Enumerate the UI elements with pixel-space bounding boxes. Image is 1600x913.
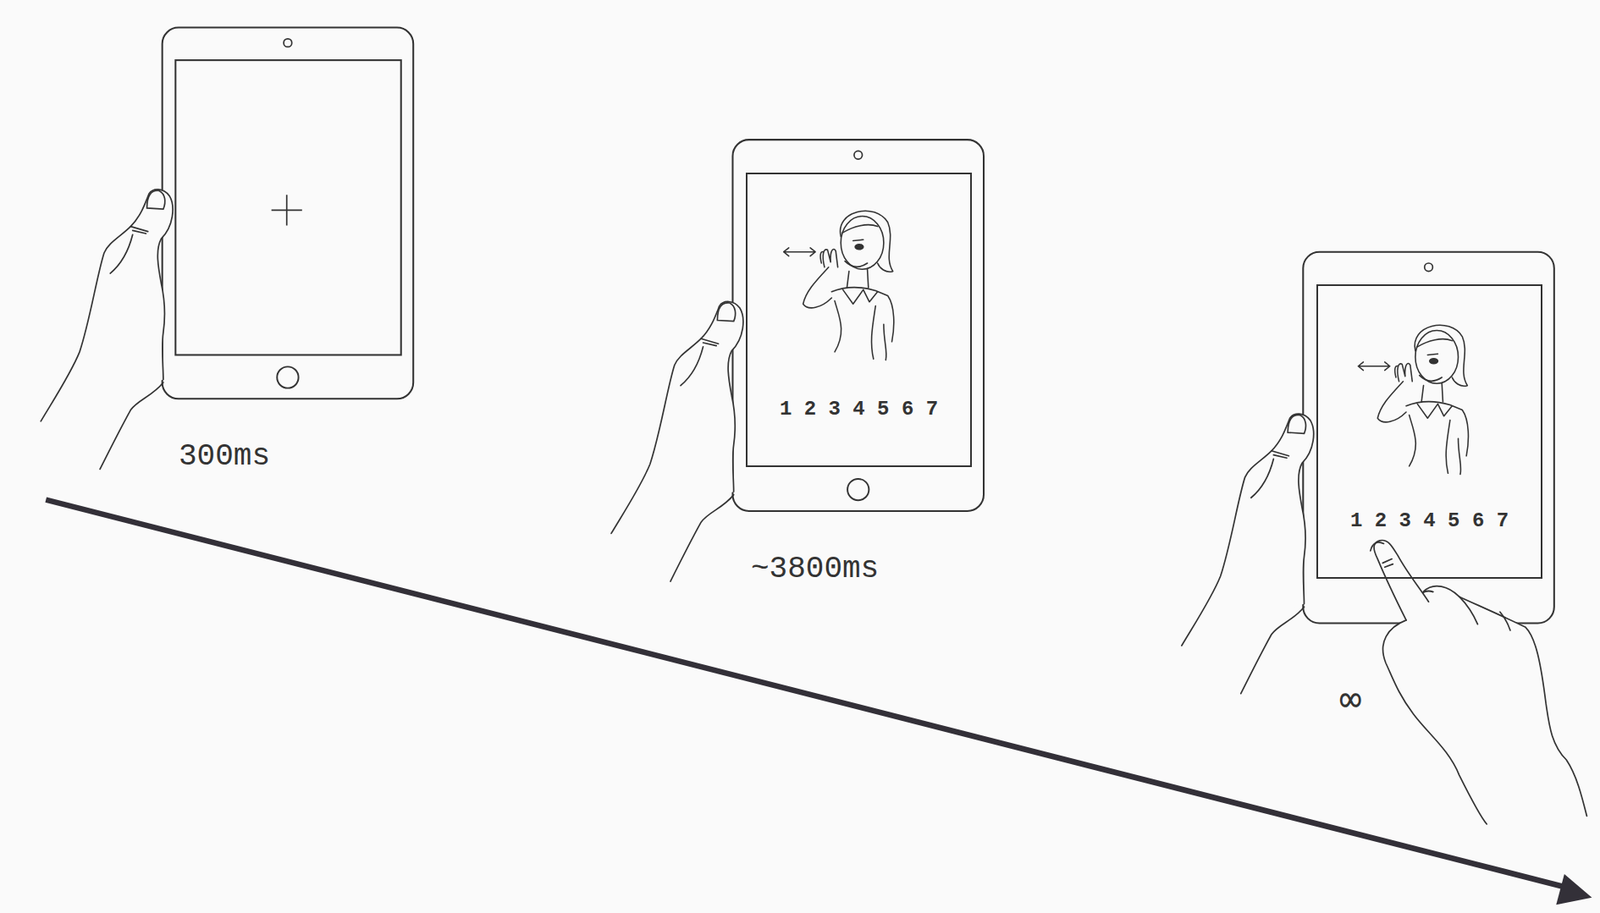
duration-label: ~3800ms [750,551,879,587]
tablet-screen: 1 2 3 4 5 6 7 [1316,284,1543,580]
rating-scale: 1 2 3 4 5 6 7 [747,397,971,422]
duration-label: 300ms [178,439,271,475]
rating-scale: 1 2 3 4 5 6 7 [1318,509,1541,534]
tablet-screen: 1 2 3 4 5 6 7 [745,172,972,468]
duration-label: ∞ [1339,677,1363,721]
